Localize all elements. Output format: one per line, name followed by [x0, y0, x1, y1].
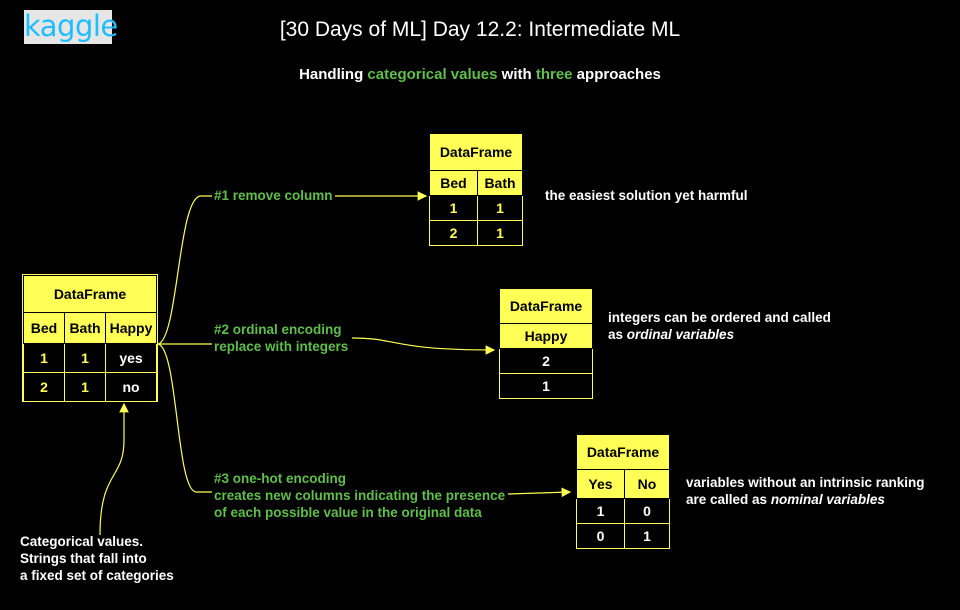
source-df-cell: 1	[64, 372, 106, 402]
approach3-df-cell: 0	[576, 523, 625, 549]
source-dataframe: DataFrame Bed Bath Happy 1 1 yes 2 1 no	[23, 275, 157, 402]
approach1-label: #1 remove column	[214, 188, 333, 203]
categorical-values-note: Categorical values. Strings that fall in…	[20, 533, 174, 584]
approach3-dataframe: DataFrame Yes No 1 0 0 1	[576, 434, 670, 549]
source-df-col-bath: Bath	[64, 312, 106, 344]
approach2-note-line2: as ordinal variables	[608, 326, 831, 343]
source-dataframe-frame	[22, 274, 158, 402]
approach3-label-line1: #3 one-hot encoding	[214, 471, 347, 486]
approach3-label-line3: of each possible value in the original d…	[214, 505, 482, 520]
approach1-df-cell: 1	[477, 220, 523, 246]
categorical-note-line2: Strings that fall into	[20, 551, 147, 566]
subtitle-prefix: Handling	[299, 66, 368, 83]
approach3-df-col-no: No	[624, 469, 670, 499]
subtitle-suffix: approaches	[572, 66, 661, 83]
categorical-note-line1: Categorical values.	[20, 534, 144, 549]
approach1-df-col-bed: Bed	[429, 170, 478, 196]
page-title: [30 Days of ML] Day 12.2: Intermediate M…	[279, 18, 681, 41]
approach1-dataframe: DataFrame Bed Bath 1 1 2 1	[429, 133, 523, 246]
approach3-note: variables without an intrinsic ranking a…	[686, 474, 925, 508]
approach3-label: #3 one-hot encoding creates new columns …	[214, 470, 505, 521]
subtitle-middle: with	[497, 66, 536, 83]
approach1-df-col-bath: Bath	[477, 170, 523, 196]
source-df-title: DataFrame	[23, 275, 157, 313]
source-df-cell: no	[105, 372, 157, 402]
source-df-cell: 2	[23, 372, 65, 402]
approach2-df-cell: 1	[499, 373, 593, 399]
approach3-df-cell: 1	[624, 523, 670, 549]
connector-approach3-to-df	[507, 487, 572, 498]
connector-note-to-source	[99, 402, 129, 536]
approach2-note-line1: integers can be ordered and called	[608, 310, 831, 325]
approach1-df-cell: 1	[429, 195, 478, 221]
approach2-df-col-happy: Happy	[499, 323, 593, 349]
approach2-label-line1: #2 ordinal encoding	[214, 322, 342, 337]
approach3-label-line2: creates new columns indicating the prese…	[214, 488, 506, 503]
connector-approach2-to-df	[351, 337, 496, 355]
approach1-df-cell: 2	[429, 220, 478, 246]
approach3-df-cell: 0	[624, 498, 670, 524]
approach2-label: #2 ordinal encoding replace with integer…	[214, 321, 348, 355]
approach2-note: integers can be ordered and called as or…	[608, 309, 831, 343]
source-df-col-happy: Happy	[105, 312, 157, 344]
kaggle-logo: kaggle	[24, 9, 118, 44]
approach2-df-title: DataFrame	[499, 288, 593, 324]
approach2-df-cell: 2	[499, 348, 593, 374]
connector-to-approach1	[157, 195, 212, 345]
approach1-df-cell: 1	[477, 195, 523, 221]
source-df-cell: yes	[105, 343, 157, 373]
approach1-note: the easiest solution yet harmful	[545, 188, 748, 203]
approach3-df-cell: 1	[576, 498, 625, 524]
approach3-df-col-yes: Yes	[576, 469, 625, 499]
approach3-note-line2: are called as nominal variables	[686, 491, 925, 508]
approach3-df-title: DataFrame	[576, 434, 670, 470]
approach2-dataframe: DataFrame Happy 2 1	[499, 288, 593, 399]
approach3-note-prefix: are called as	[686, 492, 771, 507]
source-df-cell: 1	[23, 343, 65, 373]
approach1-df-title: DataFrame	[429, 133, 523, 171]
subtitle-highlight-categorical: categorical values	[367, 66, 498, 83]
connector-to-approach3	[157, 343, 212, 493]
categorical-note-line3: a fixed set of categories	[20, 568, 174, 583]
approach2-label-line2: replace with integers	[214, 339, 349, 354]
subtitle-highlight-three: three	[535, 66, 573, 83]
approach2-note-italic: ordinal variables	[626, 327, 735, 342]
approach2-note-prefix: as	[608, 327, 627, 342]
approach3-note-line1: variables without an intrinsic ranking	[686, 475, 925, 490]
source-df-col-bed: Bed	[23, 312, 65, 344]
subtitle: Handling categorical values with three a…	[0, 66, 960, 83]
approach3-note-italic: nominal variables	[770, 492, 885, 507]
source-df-cell: 1	[64, 343, 106, 373]
